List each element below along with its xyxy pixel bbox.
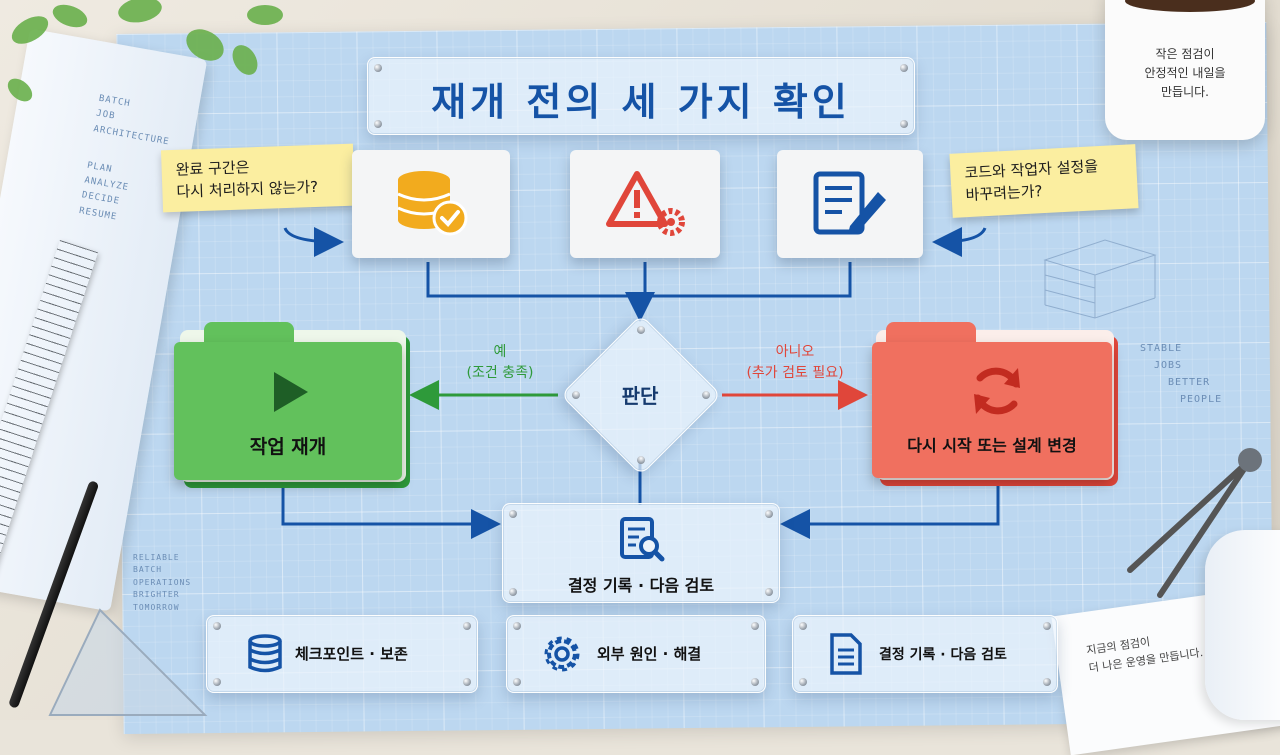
resume-label: 작업 재개 — [249, 436, 327, 458]
title-plate: 재개 전의 세 가지 확인 — [367, 57, 915, 135]
bottom-item-label: 외부 원인 · 해결 — [597, 645, 702, 663]
drafting-compass — [1127, 448, 1262, 598]
warning-gear-icon — [606, 171, 685, 236]
gear-icon — [544, 636, 580, 672]
refresh-icon — [974, 367, 1020, 415]
restart-label: 다시 시작 또는 설계 변경 — [907, 436, 1077, 455]
no-label: 아니오 — [775, 344, 815, 360]
yes-branch-label: 예 (조건 충족) — [440, 342, 560, 384]
resume-folder: 작업 재개 — [174, 322, 410, 488]
note-line: OPERATIONS — [133, 577, 192, 587]
note-line: BRIGHTER — [133, 590, 180, 600]
play-icon — [274, 372, 308, 412]
note-line: TOMORROW — [133, 602, 180, 612]
note-line: JOBS — [1154, 360, 1183, 371]
document-edit-icon — [813, 171, 886, 235]
note-line: 다시 처리하지 않는가? — [176, 177, 319, 201]
sticky-note-left: 완료 구간은 다시 처리하지 않는가? — [160, 143, 356, 213]
bottom-item-label: 체크포인트 · 보존 — [295, 645, 408, 663]
coffee-mug: 작은 점검이 안정적인 내일을 만듭니다. — [1105, 0, 1265, 140]
checkpoint-card — [352, 150, 510, 258]
edit-doc-card — [777, 150, 923, 258]
mug-text: 작은 점검이 안정적인 내일을 만듭니다. — [1125, 45, 1245, 103]
blueprint-right-notes: STABLE JOBS BETTER PEOPLE — [1140, 340, 1222, 408]
set-square — [48, 608, 208, 716]
plant-leaves — [7, 0, 283, 102]
note-line: PEOPLE — [1180, 394, 1223, 405]
no-branch-label: 아니오 (추가 검토 필요) — [730, 342, 860, 384]
document-search-icon — [620, 517, 665, 562]
warning-card — [570, 150, 720, 258]
restart-folder: 다시 시작 또는 설계 변경 — [872, 322, 1120, 486]
yes-sub-label: (조건 충족) — [466, 365, 534, 381]
mug-text-line: 안정적인 내일을 — [1144, 66, 1226, 81]
record-plate: 결정 기록 · 다음 검토 — [502, 503, 780, 603]
note-line: STABLE — [1140, 343, 1183, 354]
page-title: 재개 전의 세 가지 확인 — [431, 80, 851, 124]
bottom-item-external: 외부 원인 · 해결 — [506, 615, 766, 693]
bottom-item-checkpoint: 체크포인트 · 보존 — [206, 615, 478, 693]
note-line: BATCH — [133, 565, 163, 575]
note-line: RELIABLE — [133, 553, 180, 562]
flow-connectors — [281, 226, 1000, 539]
decision-label: 판단 — [621, 384, 659, 408]
record-label: 결정 기록 · 다음 검토 — [567, 576, 715, 595]
sticky-note-right: 코드와 작업자 설정을 바꾸려는가? — [949, 144, 1139, 218]
note-line: BETTER — [1168, 377, 1211, 388]
database-check-icon — [397, 171, 468, 236]
bottom-item-label: 결정 기록 · 다음 검토 — [879, 647, 1007, 663]
document-icon — [830, 633, 862, 675]
yes-label: 예 — [493, 344, 507, 360]
mug-text-line: 만듭니다. — [1161, 85, 1209, 100]
database-icon — [248, 634, 282, 673]
bottom-item-record: 결정 기록 · 다음 검토 — [792, 615, 1058, 693]
blueprint-bottom-notes: RELIABLE BATCH OPERATIONS BRIGHTER TOMOR… — [133, 552, 191, 614]
no-sub-label: (추가 검토 필요) — [746, 365, 844, 381]
mug-text-line: 작은 점검이 — [1155, 47, 1215, 61]
isometric-sketch — [1043, 239, 1157, 319]
paper-roll — [1205, 530, 1280, 720]
